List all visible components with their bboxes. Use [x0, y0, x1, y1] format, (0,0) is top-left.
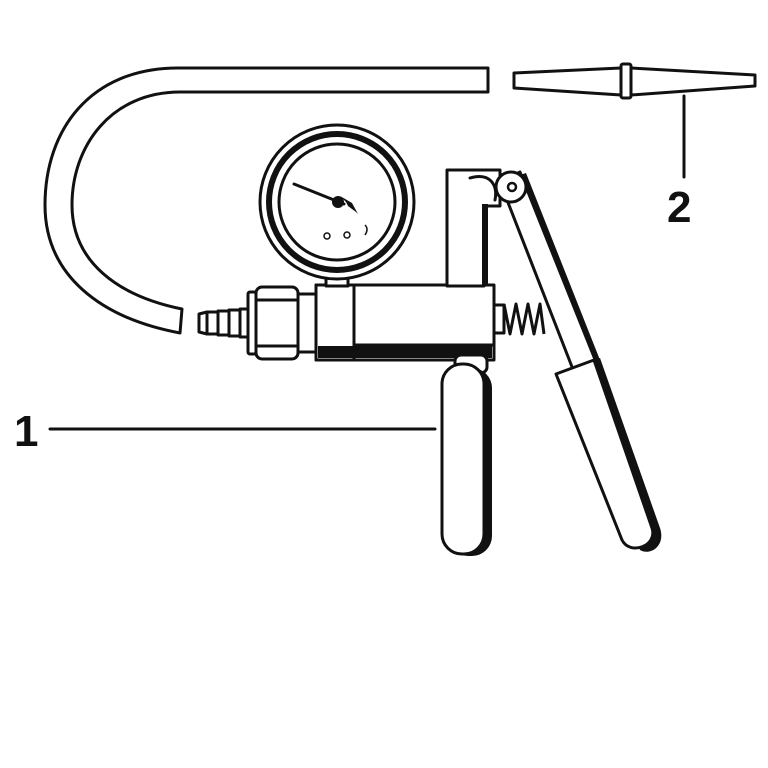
lever-handle	[494, 170, 662, 552]
tapered-adapter	[512, 62, 757, 100]
hose	[43, 66, 490, 335]
fixed-grip	[440, 362, 492, 556]
vacuum-gauge	[258, 123, 416, 281]
callout-1-label: 1	[14, 407, 38, 456]
hose-nipple	[197, 307, 250, 339]
gauge-needle	[292, 182, 358, 214]
callout-2-label: 2	[667, 183, 691, 232]
